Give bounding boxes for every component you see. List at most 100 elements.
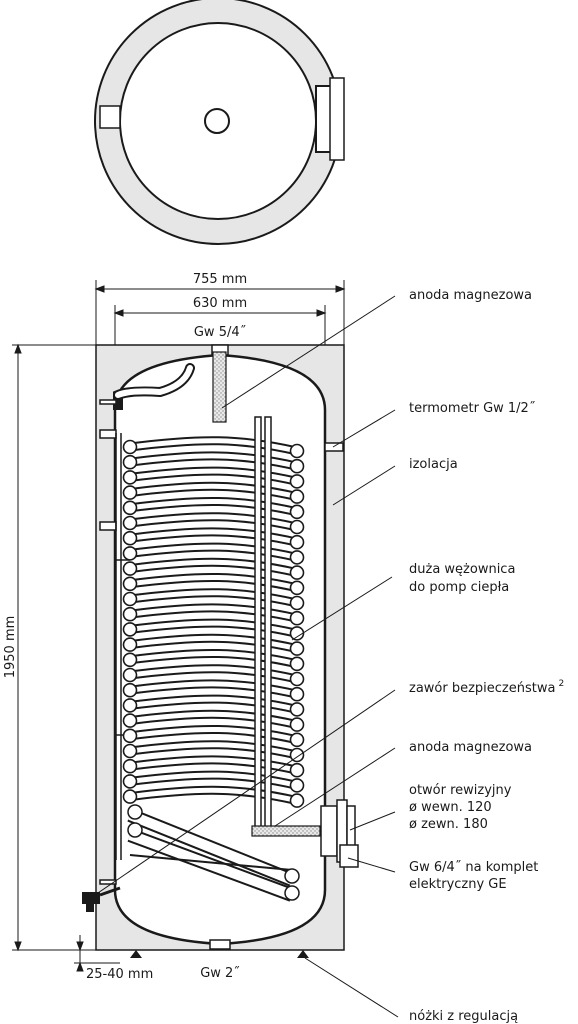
thermometer-port — [324, 442, 344, 452]
coil-tube-section — [289, 671, 305, 687]
coil-tube-section — [289, 686, 305, 702]
top-view — [94, 0, 345, 245]
label-inspection-line2: ø wewn. 120 — [409, 800, 492, 815]
coil-tube-section — [289, 580, 305, 596]
coil-tube-section — [122, 576, 138, 592]
label-thermometer: termometr Gw 1/2˝ — [409, 401, 535, 416]
coil-tube-section — [122, 530, 138, 546]
coil-tube-section — [122, 591, 138, 607]
dim-leg-height: 25-40 mm — [86, 967, 153, 982]
coil-turn-fill — [129, 453, 298, 469]
coil-tube-section — [289, 443, 305, 459]
coil-tube-section — [122, 561, 138, 576]
coil-turn-fill — [129, 559, 298, 576]
label-inspection-line1: otwór rewizyjny — [409, 783, 512, 798]
top-view-connection — [204, 108, 230, 134]
coil-turn-fill — [129, 575, 298, 591]
coil-tube-section — [289, 519, 305, 535]
coil-tube-section — [289, 793, 305, 808]
dim-inner-width: 630 mm — [193, 296, 247, 311]
bottom-connection — [209, 939, 231, 950]
coil-turn-fill — [129, 499, 298, 515]
coil-feed-pipes — [99, 399, 130, 885]
coil-turn-fill — [129, 529, 298, 545]
top-connection-label: Gw 5/4˝ — [194, 325, 246, 340]
coil-tube-section — [122, 758, 138, 774]
coil-tube-section — [289, 641, 305, 656]
heat-pump-coil — [122, 436, 305, 808]
coil-tube-section — [289, 626, 305, 641]
lower-coil — [127, 804, 300, 902]
bottom-anode — [251, 825, 321, 837]
coil-turn-fill — [129, 727, 298, 743]
dim-outer-width: 755 mm — [193, 272, 247, 287]
coil-turn-fill — [129, 651, 298, 667]
coil-tube-section — [289, 732, 305, 748]
coil-turn-fill — [129, 620, 298, 636]
inspection-port — [320, 799, 359, 868]
coil-tube-section — [289, 778, 305, 793]
coil-tube-section — [122, 789, 138, 804]
coil-tube-section — [289, 595, 305, 611]
coil-tube-section — [122, 637, 138, 652]
top-view-left-tab — [99, 105, 121, 129]
coil-tube-section — [289, 458, 305, 474]
coil-tube-section — [289, 534, 305, 550]
label-insulation: izolacja — [409, 457, 458, 472]
coil-tube-section — [289, 702, 305, 717]
coil-turn-fill — [129, 757, 298, 773]
coil-tube-section — [122, 667, 138, 683]
coil-tube-section — [122, 743, 138, 759]
label-coil-line1: duża wężownica — [409, 562, 515, 577]
label-feet: nóżki z regulacją — [409, 1009, 518, 1024]
coil-tube-section — [122, 470, 138, 485]
top-anode — [212, 351, 227, 423]
label-heater-line2: elektryczny GE — [409, 877, 507, 892]
coil-tube-section — [122, 774, 138, 789]
feet — [130, 950, 309, 958]
coil-tube-section — [122, 485, 138, 500]
coil-turn-fill — [129, 696, 298, 712]
coil-tube-section — [289, 747, 305, 763]
coil-tube-section — [289, 474, 305, 489]
coil-turn-fill — [129, 681, 298, 697]
coil-turn-fill — [129, 711, 298, 728]
label-inspection-line3: ø zewn. 180 — [409, 817, 488, 832]
coil-tube-section — [122, 713, 138, 728]
coil-tube-section — [122, 546, 138, 561]
coil-tube-section — [122, 606, 138, 622]
coil-tube-section — [289, 504, 305, 520]
coil-tube-section — [289, 610, 305, 626]
coil-tube-section — [122, 682, 138, 698]
coil-tube-section — [122, 454, 138, 470]
coil-tube-section — [122, 652, 138, 668]
coil-turn-fill — [129, 544, 298, 560]
coil-turn-fill — [129, 468, 298, 484]
bottom-connection-label: Gw 2˝ — [200, 966, 240, 981]
coil-tube-section — [122, 515, 138, 531]
coil-tube-section — [289, 656, 305, 672]
label-coil-line2: do pomp ciepła — [409, 580, 509, 595]
coil-tube-section — [122, 500, 138, 516]
coil-turn-fill — [129, 605, 298, 621]
coil-turn-fill — [129, 666, 298, 682]
dimension-lines — [12, 280, 346, 972]
label-heater-line1: Gw 6/4˝ na komplet — [409, 860, 538, 875]
coil-turn-fill — [129, 514, 298, 530]
coil-turn-fill — [129, 438, 298, 454]
coil-tube-section — [122, 622, 138, 637]
top-view-flange-plate — [329, 77, 345, 161]
coil-tube-section — [289, 550, 305, 565]
label-anode-top: anoda magnezowa — [409, 288, 532, 303]
coil-tube-section — [122, 698, 138, 713]
coil-tube-section — [289, 762, 305, 778]
coil-tube-section — [289, 565, 305, 580]
coil-tube-section — [122, 439, 138, 455]
coil-turn-fill — [129, 590, 298, 606]
label-anode-bottom: anoda magnezowa — [409, 740, 532, 755]
coil-turn-fill — [129, 635, 298, 652]
coil-tube-section — [122, 728, 138, 744]
coil-turn-fill — [129, 787, 298, 804]
